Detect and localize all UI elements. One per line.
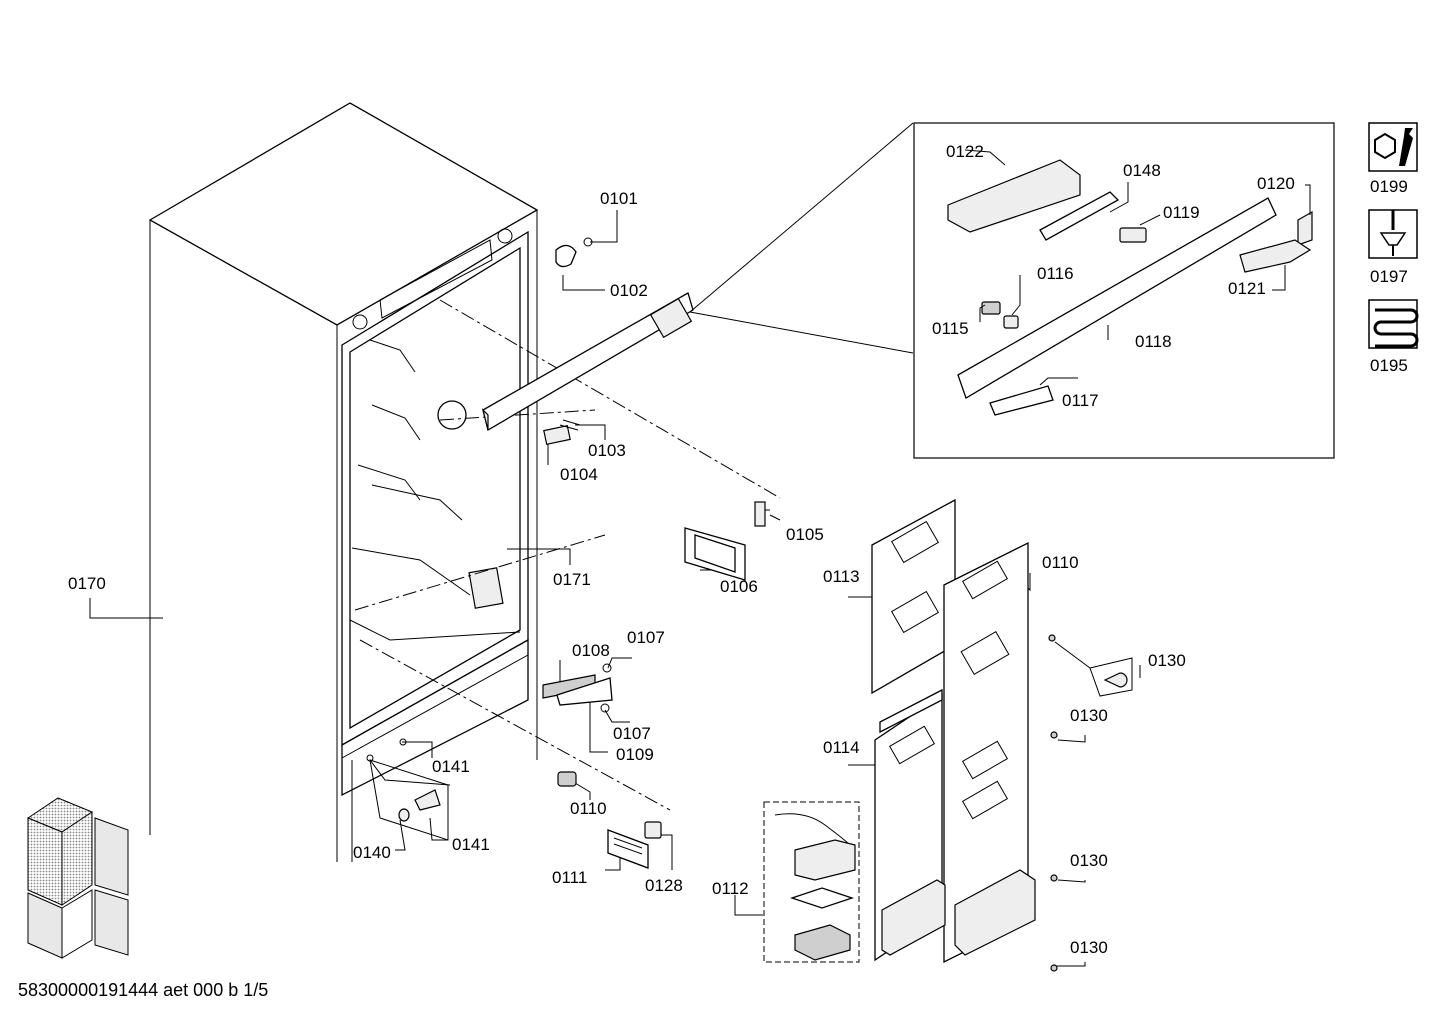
part-0105-switch (754, 501, 766, 527)
label-0117: 0117 (1062, 391, 1099, 410)
label-0106: 0106 (720, 577, 758, 596)
fridge-cabinet (148, 102, 539, 862)
screwdriver-icon (1368, 209, 1418, 259)
label-0119: 0119 (1163, 203, 1200, 222)
label-0141-top: 0141 (432, 757, 470, 776)
label-0197: 0197 (1370, 267, 1408, 286)
label-0104: 0104 (560, 465, 598, 484)
leader-lines (89, 210, 1141, 967)
tools-icon (1368, 122, 1418, 172)
assembly-lines (354, 299, 781, 811)
part-0108-hinge (542, 663, 613, 713)
label-0116: 0116 (1037, 264, 1074, 283)
part-0112-box (763, 801, 860, 963)
label-0195: 0195 (1370, 356, 1408, 375)
label-0130-d: 0130 (1070, 938, 1108, 957)
label-0128: 0128 (645, 876, 683, 895)
label-0121: 0121 (1228, 279, 1266, 298)
document-footer-code: 58300000191444 aet 000 b 1/5 (18, 980, 269, 1000)
panel-0114 (874, 688, 946, 962)
label-0107-top: 0107 (627, 628, 665, 647)
part-0140-group (366, 738, 449, 841)
label-0114: 0114 (823, 738, 860, 757)
label-0130-c: 0130 (1070, 851, 1108, 870)
label-0109: 0109 (616, 745, 654, 764)
label-0105: 0105 (786, 525, 824, 544)
label-0171: 0171 (553, 570, 591, 589)
label-0112: 0112 (712, 879, 749, 898)
label-0140: 0140 (353, 843, 391, 862)
detail-inset (913, 122, 1335, 459)
label-0111: 0111 (552, 868, 587, 887)
label-0120: 0120 (1257, 174, 1295, 193)
part-labels: 0101 0102 0103 0104 0105 0106 0107 0108 … (68, 142, 1408, 957)
part-0101-clip (555, 237, 593, 268)
label-0199: 0199 (1370, 177, 1408, 196)
label-0107-bottom: 0107 (613, 724, 651, 743)
panel-0110 (943, 541, 1036, 964)
panel-0113 (871, 498, 956, 695)
part-0106-frame (684, 527, 746, 581)
part-0130-screws (1048, 634, 1133, 972)
fridge-thumbnail (26, 797, 129, 959)
label-0115: 0115 (932, 319, 969, 338)
label-0122: 0122 (946, 142, 984, 161)
label-0141-bottom: 0141 (452, 835, 490, 854)
label-0110-small: 0110 (570, 799, 607, 818)
heater-coil-icon (1368, 299, 1419, 349)
label-0101: 0101 (600, 189, 638, 208)
label-0110-panel: 0110 (1042, 553, 1079, 572)
part-0111-cover (607, 821, 662, 869)
label-0170: 0170 (68, 574, 106, 593)
label-0103: 0103 (588, 441, 626, 460)
label-0108: 0108 (572, 641, 610, 660)
label-0130-b: 0130 (1070, 706, 1108, 725)
part-0110-small (557, 771, 577, 787)
label-0148: 0148 (1123, 161, 1161, 180)
control-rail (481, 122, 914, 431)
label-0118: 0118 (1135, 332, 1172, 351)
part-0104-lamp (543, 419, 581, 446)
label-0113: 0113 (823, 567, 860, 586)
label-0102: 0102 (610, 281, 648, 300)
label-0130-a: 0130 (1148, 651, 1186, 670)
